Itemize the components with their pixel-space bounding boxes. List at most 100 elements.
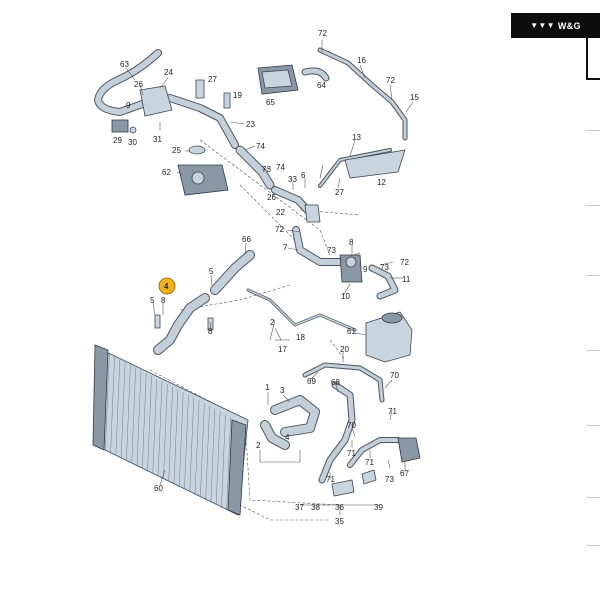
radiator-fin bbox=[126, 364, 131, 462]
radiator-fin bbox=[120, 362, 126, 459]
callout: 71 bbox=[326, 475, 335, 484]
callout: 15 bbox=[410, 93, 419, 102]
callout: 36 bbox=[335, 503, 344, 512]
callout: 5 bbox=[209, 267, 214, 276]
side-tick bbox=[586, 205, 600, 206]
callout-labels: 72 63 24 27 19 65 64 16 72 15 26 9 23 13… bbox=[113, 29, 419, 526]
vent-hose-20 bbox=[302, 362, 385, 403]
callout: 72 bbox=[318, 29, 327, 38]
callout: 27 bbox=[335, 188, 344, 197]
valve-8 bbox=[339, 254, 363, 283]
callout: 68 bbox=[331, 378, 340, 387]
callout: 23 bbox=[246, 120, 255, 129]
radiator-60 bbox=[92, 344, 249, 516]
hose-1 bbox=[260, 420, 290, 450]
callout: 8 bbox=[349, 238, 354, 247]
callout: 6 bbox=[301, 171, 306, 180]
callout: 5 bbox=[150, 296, 155, 305]
callout: 60 bbox=[154, 484, 163, 493]
callout: 2 bbox=[256, 441, 261, 450]
callout: 8 bbox=[161, 296, 166, 305]
callout: 13 bbox=[352, 133, 361, 142]
callout: 17 bbox=[278, 345, 287, 354]
callout: 33 bbox=[288, 175, 297, 184]
callout: 64 bbox=[317, 81, 326, 90]
radiator-fin bbox=[194, 400, 200, 495]
radiator-fin bbox=[141, 373, 147, 469]
expansion-tank-61 bbox=[365, 311, 413, 363]
connector-36 bbox=[331, 469, 377, 497]
callout: 73 bbox=[262, 165, 271, 174]
callout: 67 bbox=[400, 469, 409, 478]
callout: 74 bbox=[276, 163, 285, 172]
highlight-label: 4 bbox=[164, 282, 169, 291]
hose-11 bbox=[368, 264, 399, 300]
callout: 25 bbox=[172, 146, 181, 155]
radiator-fin bbox=[178, 392, 184, 488]
callout: 7 bbox=[283, 243, 288, 252]
callout: 72 bbox=[386, 76, 395, 85]
callout: 9 bbox=[363, 265, 368, 274]
callout: 73 bbox=[385, 475, 394, 484]
callout: 69 bbox=[307, 377, 316, 386]
radiator-fin bbox=[131, 367, 136, 464]
hose-71 bbox=[347, 437, 401, 468]
callout: 65 bbox=[266, 98, 275, 107]
callout: 31 bbox=[153, 135, 162, 144]
callout: 72 bbox=[400, 258, 409, 267]
callout: 73 bbox=[380, 263, 389, 272]
radiator-fin bbox=[110, 356, 115, 454]
callout: 37 bbox=[295, 503, 304, 512]
callout: 72 bbox=[275, 225, 284, 234]
side-tick bbox=[586, 275, 600, 276]
side-tick bbox=[586, 497, 600, 498]
callout: 63 bbox=[120, 60, 129, 69]
side-frame bbox=[586, 38, 600, 80]
brand-name: W&G bbox=[557, 20, 581, 31]
radiator-fin bbox=[215, 411, 221, 506]
callout: 73 bbox=[327, 246, 336, 255]
bolt-19 bbox=[223, 92, 231, 109]
radiator-fin bbox=[173, 389, 179, 485]
callout: 71 bbox=[347, 449, 356, 458]
bolt-27 bbox=[195, 79, 205, 99]
hose-7 bbox=[292, 226, 344, 266]
hose-74 bbox=[235, 145, 275, 190]
connector-67 bbox=[397, 437, 421, 463]
callout: 18 bbox=[296, 333, 305, 342]
radiator-fin bbox=[152, 378, 158, 475]
callout: 19 bbox=[233, 91, 242, 100]
radiator-fin bbox=[147, 375, 152, 472]
thermostat-housing-62 bbox=[177, 164, 229, 196]
upper-coolant-hose bbox=[94, 49, 239, 149]
callout: 22 bbox=[276, 208, 285, 217]
radiator-fin bbox=[205, 406, 210, 501]
callout: 3 bbox=[280, 386, 285, 395]
callout: 35 bbox=[335, 517, 344, 526]
callout: 71 bbox=[388, 407, 397, 416]
callout: 11 bbox=[402, 275, 411, 284]
side-tick bbox=[586, 425, 600, 426]
radiator-fin bbox=[105, 353, 110, 451]
seal-ring-25 bbox=[188, 145, 206, 155]
radiator-fin bbox=[226, 417, 231, 511]
callout: 10 bbox=[341, 292, 350, 301]
brand-badge: ▼▼▼ W&G bbox=[511, 13, 600, 38]
callout: 74 bbox=[256, 142, 265, 151]
callout: 39 bbox=[374, 503, 383, 512]
callout: 30 bbox=[128, 138, 137, 147]
callout: 66 bbox=[242, 235, 251, 244]
radiator-fin bbox=[115, 359, 121, 456]
radiator-fin bbox=[136, 370, 142, 467]
callout: 1 bbox=[265, 383, 270, 392]
pipe-13 bbox=[318, 148, 392, 188]
side-tick bbox=[586, 350, 600, 351]
radiator-fin bbox=[221, 414, 226, 508]
radiator-fin bbox=[163, 384, 168, 480]
callout: 71 bbox=[365, 458, 374, 467]
hose-16 bbox=[317, 47, 408, 141]
sensor-29 bbox=[111, 119, 137, 134]
heat-shield-12 bbox=[344, 149, 406, 179]
connector-22 bbox=[304, 204, 321, 223]
